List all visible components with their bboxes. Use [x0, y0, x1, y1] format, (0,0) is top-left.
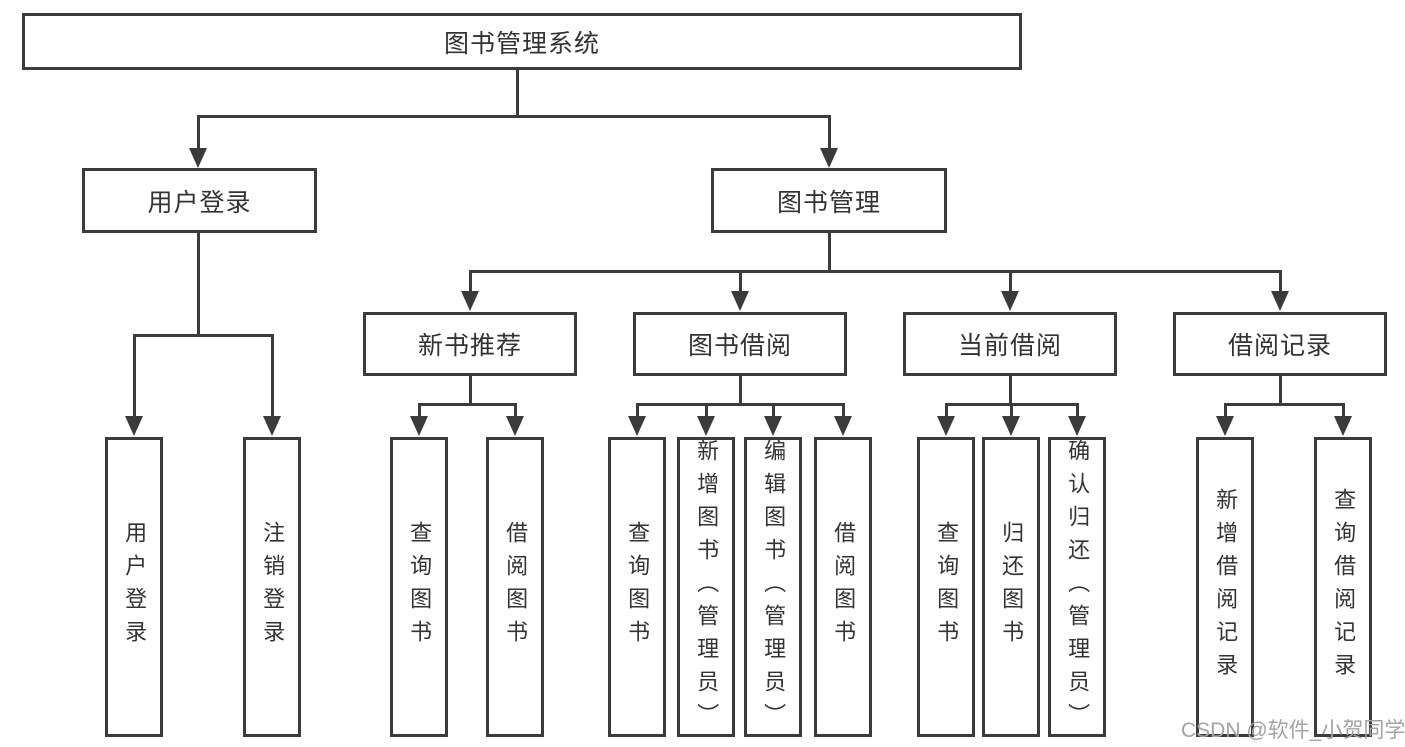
connector-line: [133, 334, 136, 418]
connector-line: [197, 115, 200, 149]
arrowhead-icon: [1068, 416, 1086, 436]
leaf-query-books-recommend: 查询图书: [390, 437, 448, 737]
leaf-add-borrow-record: 新增借阅记录: [1196, 437, 1254, 737]
connector-line: [469, 374, 472, 406]
connector-line: [197, 115, 831, 118]
node-label: 新书推荐: [417, 332, 522, 360]
node-library-management-system: 图书管理系统: [22, 13, 1022, 70]
node-label: 当前借阅: [957, 332, 1062, 360]
connector-line: [1279, 270, 1282, 293]
arrowhead-icon: [764, 416, 782, 436]
connector-line: [636, 403, 844, 406]
connector-line: [133, 334, 274, 337]
connector-line: [514, 403, 517, 419]
connector-line: [1010, 403, 1013, 419]
arrowhead-icon: [189, 148, 207, 168]
leaf-borrow-books-recommend: 借阅图书: [486, 437, 544, 737]
connector-line: [1009, 374, 1012, 406]
leaf-add-book-admin: 新增图书（管理员）: [677, 437, 735, 737]
connector-line: [1342, 403, 1345, 419]
connector-line: [636, 403, 639, 419]
leaf-query-books-borrowing: 查询图书: [608, 437, 666, 737]
arrowhead-icon: [461, 291, 479, 311]
node-borrowing-records: 借阅记录: [1173, 312, 1387, 376]
arrowhead-icon: [1216, 416, 1234, 436]
node-new-book-recommendation: 新书推荐: [363, 312, 577, 376]
connector-line: [469, 270, 1282, 273]
node-label: 图书借阅: [687, 332, 792, 360]
leaf-query-books-current: 查询图书: [917, 437, 975, 737]
leaf-label: 用户登录: [122, 521, 148, 653]
arrowhead-icon: [506, 416, 524, 436]
arrowhead-icon: [263, 416, 281, 436]
connector-line: [516, 68, 519, 118]
leaf-label: 查询图书: [625, 521, 651, 653]
node-label: 借阅记录: [1227, 332, 1332, 360]
leaf-return-book: 归还图书: [982, 437, 1040, 737]
connector-line: [842, 403, 845, 419]
node-book-management: 图书管理: [711, 168, 947, 233]
leaf-label: 归还图书: [999, 521, 1025, 653]
arrowhead-icon: [820, 148, 838, 168]
node-label: 图书管理系统: [443, 29, 600, 58]
connector-line: [828, 115, 831, 149]
connector-line: [1224, 403, 1344, 406]
node-book-borrowing: 图书借阅: [633, 312, 847, 376]
connector-line: [418, 403, 421, 419]
connector-line: [469, 270, 472, 293]
connector-line: [1076, 403, 1079, 419]
leaf-label: 查询图书: [407, 521, 433, 653]
connector-line: [1279, 374, 1282, 406]
arrowhead-icon: [628, 416, 646, 436]
leaf-logout: 注销登录: [243, 437, 301, 737]
arrowhead-icon: [1001, 291, 1019, 311]
connector-line: [271, 334, 274, 418]
arrowhead-icon: [125, 416, 143, 436]
arrowhead-icon: [834, 416, 852, 436]
leaf-label: 借阅图书: [503, 521, 529, 653]
arrowhead-icon: [697, 416, 715, 436]
connector-line: [828, 231, 831, 273]
leaf-edit-book-admin: 编辑图书（管理员）: [744, 437, 802, 737]
node-current-borrowing: 当前借阅: [903, 312, 1117, 376]
leaf-label: 查询借阅记录: [1331, 488, 1357, 686]
arrowhead-icon: [937, 416, 955, 436]
leaf-label: 查询图书: [934, 521, 960, 653]
node-label: 图书管理: [776, 188, 881, 217]
connector-line: [739, 270, 742, 293]
leaf-confirm-return-admin: 确认归还（管理员）: [1048, 437, 1106, 737]
leaf-label: 确认归还（管理员）: [1065, 438, 1091, 736]
connector-line: [197, 231, 200, 337]
connector-line: [418, 403, 517, 406]
connector-line: [1009, 270, 1012, 293]
connector-line: [772, 403, 775, 419]
arrowhead-icon: [410, 416, 428, 436]
node-user-login: 用户登录: [82, 168, 317, 233]
arrowhead-icon: [731, 291, 749, 311]
leaf-borrow-books: 借阅图书: [814, 437, 872, 737]
csdn-watermark: CSDN @软件_小贺同学: [1181, 719, 1405, 742]
connector-line: [1224, 403, 1227, 419]
leaf-label: 借阅图书: [831, 521, 857, 653]
arrowhead-icon: [1002, 416, 1020, 436]
connector-line: [739, 374, 742, 406]
node-label: 用户登录: [147, 188, 252, 217]
leaf-label: 新增借阅记录: [1213, 488, 1239, 686]
leaf-label: 注销登录: [260, 521, 286, 653]
connector-line: [705, 403, 708, 419]
arrowhead-icon: [1271, 291, 1289, 311]
leaf-label: 新增图书（管理员）: [694, 438, 720, 736]
connector-line: [945, 403, 948, 419]
leaf-user-login: 用户登录: [105, 437, 163, 737]
leaf-label: 编辑图书（管理员）: [761, 438, 787, 736]
leaf-query-borrow-record: 查询借阅记录: [1314, 437, 1372, 737]
arrowhead-icon: [1334, 416, 1352, 436]
